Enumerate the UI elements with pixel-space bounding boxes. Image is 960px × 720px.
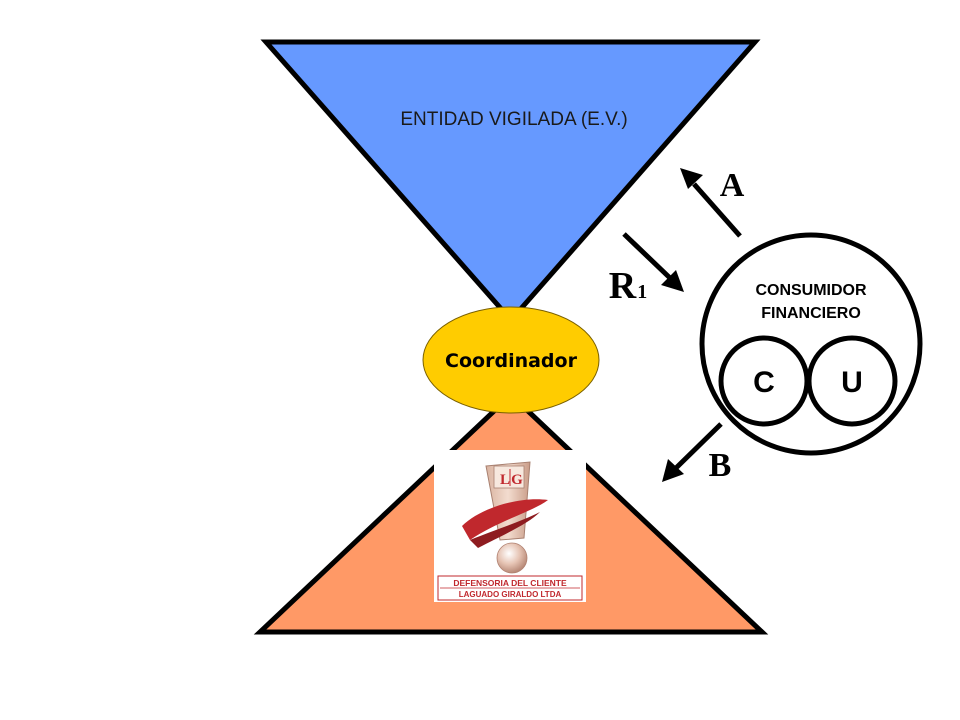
- coordinator-ellipse: [422, 306, 600, 414]
- svg-text:DEFENSORIA DEL CLIENTE: DEFENSORIA DEL CLIENTE: [453, 578, 567, 588]
- consumer-label-line2: FINANCIERO: [761, 305, 861, 322]
- consumer-label-line1: CONSUMIDOR: [755, 282, 867, 299]
- arrow-r1: [622, 232, 684, 292]
- top-label: ENTIDAD VIGILADA (E.V.): [400, 109, 627, 130]
- coordinator-label: Coordinador: [445, 350, 578, 372]
- top-triangle: [260, 39, 761, 324]
- circle-u: [806, 335, 898, 427]
- arrow-b-label: B: [709, 447, 732, 484]
- svg-text:G: G: [511, 472, 523, 488]
- arrow-r1-label: R1: [609, 265, 647, 307]
- arrow-b: [662, 422, 723, 482]
- svg-text:LAGUADO GIRALDO LTDA: LAGUADO GIRALDO LTDA: [459, 590, 562, 599]
- circle-u-label: U: [841, 366, 863, 399]
- circle-c-label: C: [753, 366, 775, 399]
- arrow-a-label: A: [720, 167, 745, 204]
- consumer-circle: [699, 232, 923, 456]
- svg-text:L: L: [500, 472, 510, 488]
- arrow-a: [680, 168, 742, 238]
- logo: L G DEFENSORIA DEL CLIENTE LAGUADO GIRAL…: [434, 450, 586, 602]
